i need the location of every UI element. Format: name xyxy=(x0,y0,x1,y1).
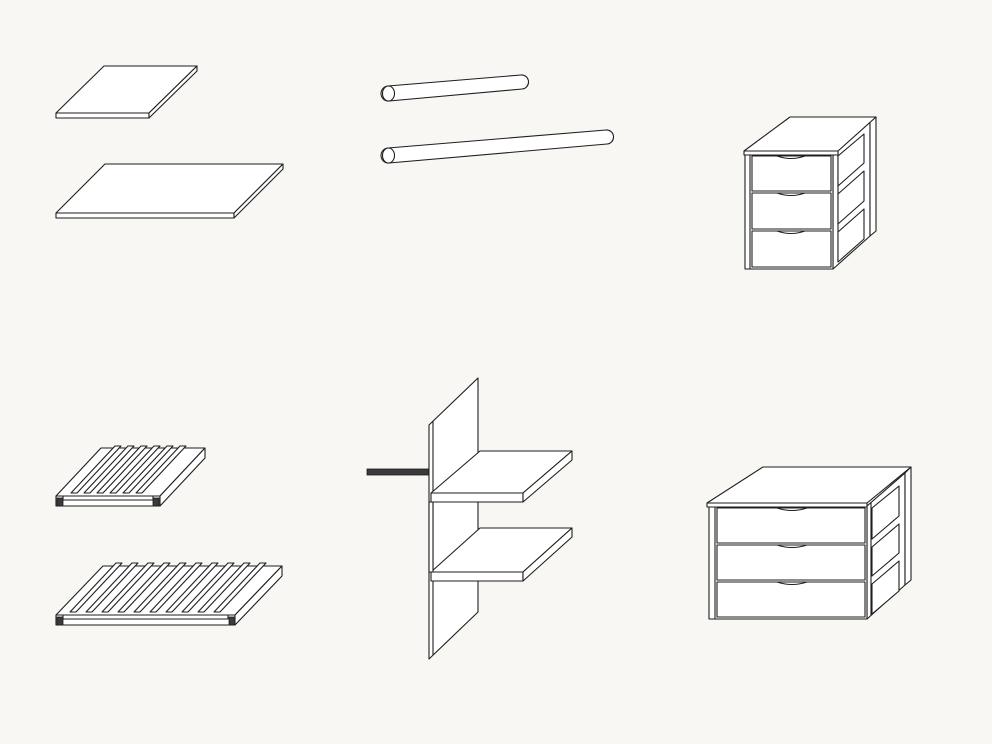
shelf-divider-unit xyxy=(366,377,573,660)
shoe-rack-small xyxy=(55,445,206,507)
drawer-unit-narrow xyxy=(743,116,877,270)
hanging-rail-short xyxy=(380,74,530,102)
hanging-rail-long xyxy=(380,129,615,164)
drawer-unit-wide xyxy=(706,466,912,620)
shelf-panel-small xyxy=(55,65,198,119)
shoe-rack-large xyxy=(55,562,283,626)
shelf-panel-large xyxy=(55,163,284,219)
